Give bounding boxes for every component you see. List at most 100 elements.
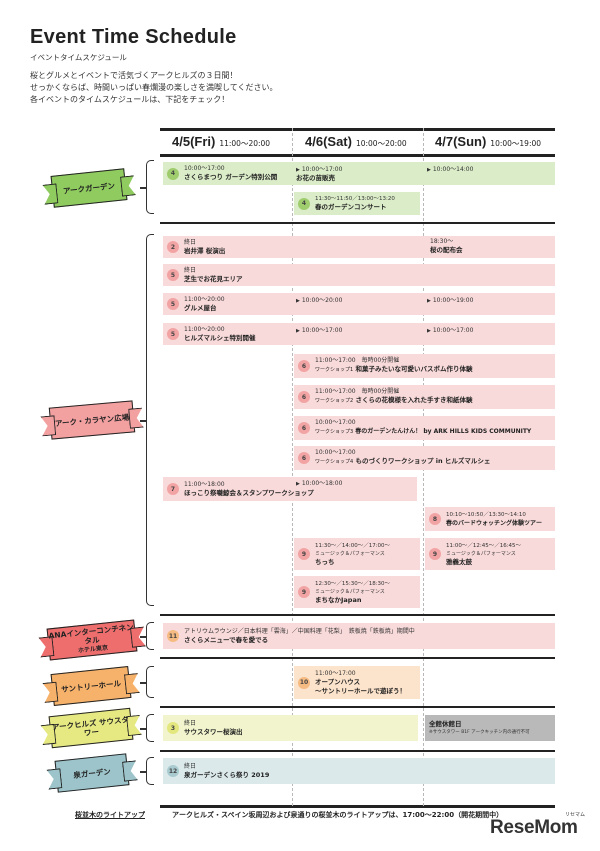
event-time: ▶10:00～17:00 <box>296 327 342 335</box>
event-number-badge: 4 <box>298 197 310 210</box>
event-time: 18:30～ <box>430 238 454 245</box>
logo-subtext: リセマム <box>565 812 586 818</box>
day-time: 11:00～20:00 <box>219 139 271 148</box>
event-workshop-2: 6 11:00～17:00 毎時00分開催 ワークショップ2 さくらの花模様を入… <box>294 385 555 409</box>
event-name: 芝生でお花見エリア <box>184 274 243 283</box>
venue-label-group: ANAインターコンチネンタル ホテル東京 <box>48 622 136 658</box>
intro-line: 各イベントのタイムスケジュールは、下記をチェック！ <box>30 95 230 104</box>
event-name: グルメ屋台 <box>184 303 217 312</box>
workshop-name: さくらの花模様を入れた手すき和紙体験 <box>355 396 473 404</box>
event-number-badge: 12 <box>167 765 179 777</box>
triangle-marker-icon: ▶ <box>296 298 300 304</box>
event-number-badge: 9 <box>298 548 310 560</box>
closed-note: ※サウスタワー B1F アークキッチン内の通行不可 <box>429 729 530 735</box>
event-number-badge: 3 <box>167 722 179 734</box>
event-text: 11:00～20:00 ヒルズマルシェ特別開催 <box>184 326 256 343</box>
event-category: ミュージック＆パフォーマンス <box>315 550 385 557</box>
event-name: ワークショップ4 ものづくりワークショップ in ヒルズマルシェ <box>315 457 490 467</box>
event-music-taiko: 9 11:00～／12:45～／16:45～ ミュージック＆パフォーマンス 雅義… <box>425 538 555 570</box>
event-sakura-lighting: 2 終日 岩井澤 桜演出 <box>163 236 555 258</box>
event-number-badge: 8 <box>429 513 441 525</box>
brace-suntory <box>140 666 154 698</box>
event-text: 終日 芝生でお花見エリア <box>184 267 243 284</box>
day-date: 4/7(Sun) <box>435 134 487 149</box>
top-rule <box>160 128 555 131</box>
event-time-text: 10:00～20:00 <box>301 297 343 304</box>
event-time: 11:00～18:00 <box>184 480 225 488</box>
intro-line: 桜とグルメとイベントで活気づくアークヒルズの３日間！ <box>30 71 238 80</box>
event-number-badge: 6 <box>298 391 310 403</box>
workshop-prefix: ワークショップ4 <box>315 459 354 465</box>
event-text: 11:30～／14:00～／17:00～ ミュージック＆パフォーマンス ちっち <box>315 542 390 567</box>
event-marche-sat: ▶10:00～17:00 <box>296 327 342 335</box>
event-name-sub: ～サントリーホールで遊ぼう！ <box>315 686 406 695</box>
event-time: 終日 <box>184 719 197 727</box>
event-open-house: 10 11:00～17:00 オープンハウス ～サントリーホールで遊ぼう！ <box>294 666 420 699</box>
event-text: 11:00～17:00 毎時00分開催 ワークショップ2 さくらの花模様を入れた… <box>315 388 472 406</box>
event-time: 11:00～17:00 毎時00分開催 <box>315 388 400 395</box>
event-name: 春のガーデンコンサート <box>315 203 387 211</box>
venue-ribbon-izumi: 泉ガーデン <box>54 753 130 793</box>
intro-line: せっかくならば、時間いっぱい春爛漫の楽しさを満喫してください。 <box>30 83 278 92</box>
event-text: 12:30～／15:30～／18:30～ ミュージック＆パフォーマンス まちなか… <box>315 580 390 605</box>
event-gourmet-sat: ▶10:00～20:00 <box>296 297 342 305</box>
event-workshop-1: 6 11:00～17:00 毎時00分開催 ワークショップ1 和菓子みたいな可愛… <box>294 354 555 378</box>
event-number-badge: 11 <box>167 630 179 642</box>
event-time: 11:30～11:50／13:00～13:20 <box>315 196 395 202</box>
event-name: ワークショップ3 春のガーデンたんけん！ by ARK HILLS KIDS C… <box>315 427 531 437</box>
event-time: ▶10:00～18:00 <box>296 480 342 488</box>
event-text: 10:00～17:00 ワークショップ3 春のガーデンたんけん！ by ARK … <box>315 419 531 437</box>
event-gourmet-stalls: 5 11:00～20:00 グルメ屋台 <box>163 293 555 315</box>
event-name: ワークショップ2 さくらの花模様を入れた手すき和紙体験 <box>315 396 472 406</box>
event-gourmet-sun: ▶10:00～19:00 <box>427 297 473 305</box>
event-time: 終日 <box>184 266 197 274</box>
event-text: 11:00～／12:45～／16:45～ ミュージック＆パフォーマンス 雅義太鼓 <box>446 542 521 567</box>
event-time: 終日 <box>184 238 197 246</box>
event-name: まちなかJapan <box>315 595 362 604</box>
event-number-badge: 5 <box>167 328 179 340</box>
event-name: サウスタワー桜演出 <box>184 727 243 736</box>
event-time: 11:00～20:00 <box>184 325 225 333</box>
section-rule <box>160 706 555 708</box>
bottom-rule <box>160 805 555 808</box>
event-time: 終日 <box>184 762 197 770</box>
closed-label: 全館休館日 <box>429 719 462 728</box>
event-name: ヒルズマルシェ特別開催 <box>184 333 256 342</box>
event-time: 12:30～／15:30～／18:30～ <box>315 580 391 587</box>
page-title: Event Time Schedule <box>30 26 237 48</box>
event-number-badge: 6 <box>298 422 310 434</box>
venue-label: アーク・カラヤン広場 <box>54 412 130 428</box>
event-time-text: 10:00～19:00 <box>432 297 474 304</box>
event-number-badge: 9 <box>298 586 310 598</box>
event-number-badge: 9 <box>429 548 441 560</box>
event-south-tower-lighting: 3 終日 サウスタワー桜演出 <box>163 715 418 741</box>
event-text: 11:30～11:50／13:00～13:20 春のガーデンコンサート <box>315 195 395 212</box>
day-header-sat: 4/6(Sat) 10:00～20:00 <box>305 134 407 158</box>
event-hanami-area: 5 終日 芝生でお花見エリア <box>163 264 555 286</box>
lightup-label: 桜並木のライトアップ <box>75 811 145 819</box>
event-text: アトリウムラウンジ／日本料理「雲海」／中国料理「花梨」 鉄板焼「鉄板焼」期間中 … <box>184 628 415 645</box>
event-time-text: 10:00～18:00 <box>301 480 343 487</box>
event-time: ▶10:00～17:00 <box>427 327 473 335</box>
event-time: 10:00～17:00 <box>315 419 356 426</box>
event-flower-sale-sun: ▶10:00～14:00 <box>427 166 473 174</box>
triangle-marker-icon: ▶ <box>427 328 431 334</box>
brace-ark-garden <box>140 160 154 214</box>
event-sakura-distribution: 18:30～ 桜の配布会 <box>430 238 463 255</box>
event-text: 終日 サウスタワー桜演出 <box>184 720 243 737</box>
workshop-prefix: ワークショップ1 <box>315 367 354 373</box>
event-number-badge: 5 <box>167 298 179 310</box>
brace-ana <box>140 622 154 650</box>
event-flower-sale: ▶10:00～17:00 お花の苗販売 <box>296 166 342 183</box>
event-text: 全館休館日 ※サウスタワー B1F アークキッチン内の通行不可 <box>429 720 530 737</box>
event-time: アトリウムラウンジ／日本料理「雲海」／中国料理「花梨」 鉄板焼「鉄板焼」期間中 <box>184 627 415 635</box>
event-name: オープンハウス <box>315 677 361 686</box>
event-name: 泉ガーデンさくら祭り 2019 <box>184 770 270 779</box>
event-text: 10:00～17:00 さくらまつり ガーデン特別公開 <box>184 165 277 182</box>
column-divider <box>292 128 293 806</box>
section-rule <box>160 657 555 659</box>
event-text: 11:00～18:00 ほっこり祭囃鯨会＆スタンプワークショップ <box>184 481 314 498</box>
venue-ribbon-suntory: サントリーホール <box>50 666 132 706</box>
event-time-text: 10:00～17:00 <box>432 327 474 334</box>
event-number-badge: 10 <box>298 676 310 689</box>
